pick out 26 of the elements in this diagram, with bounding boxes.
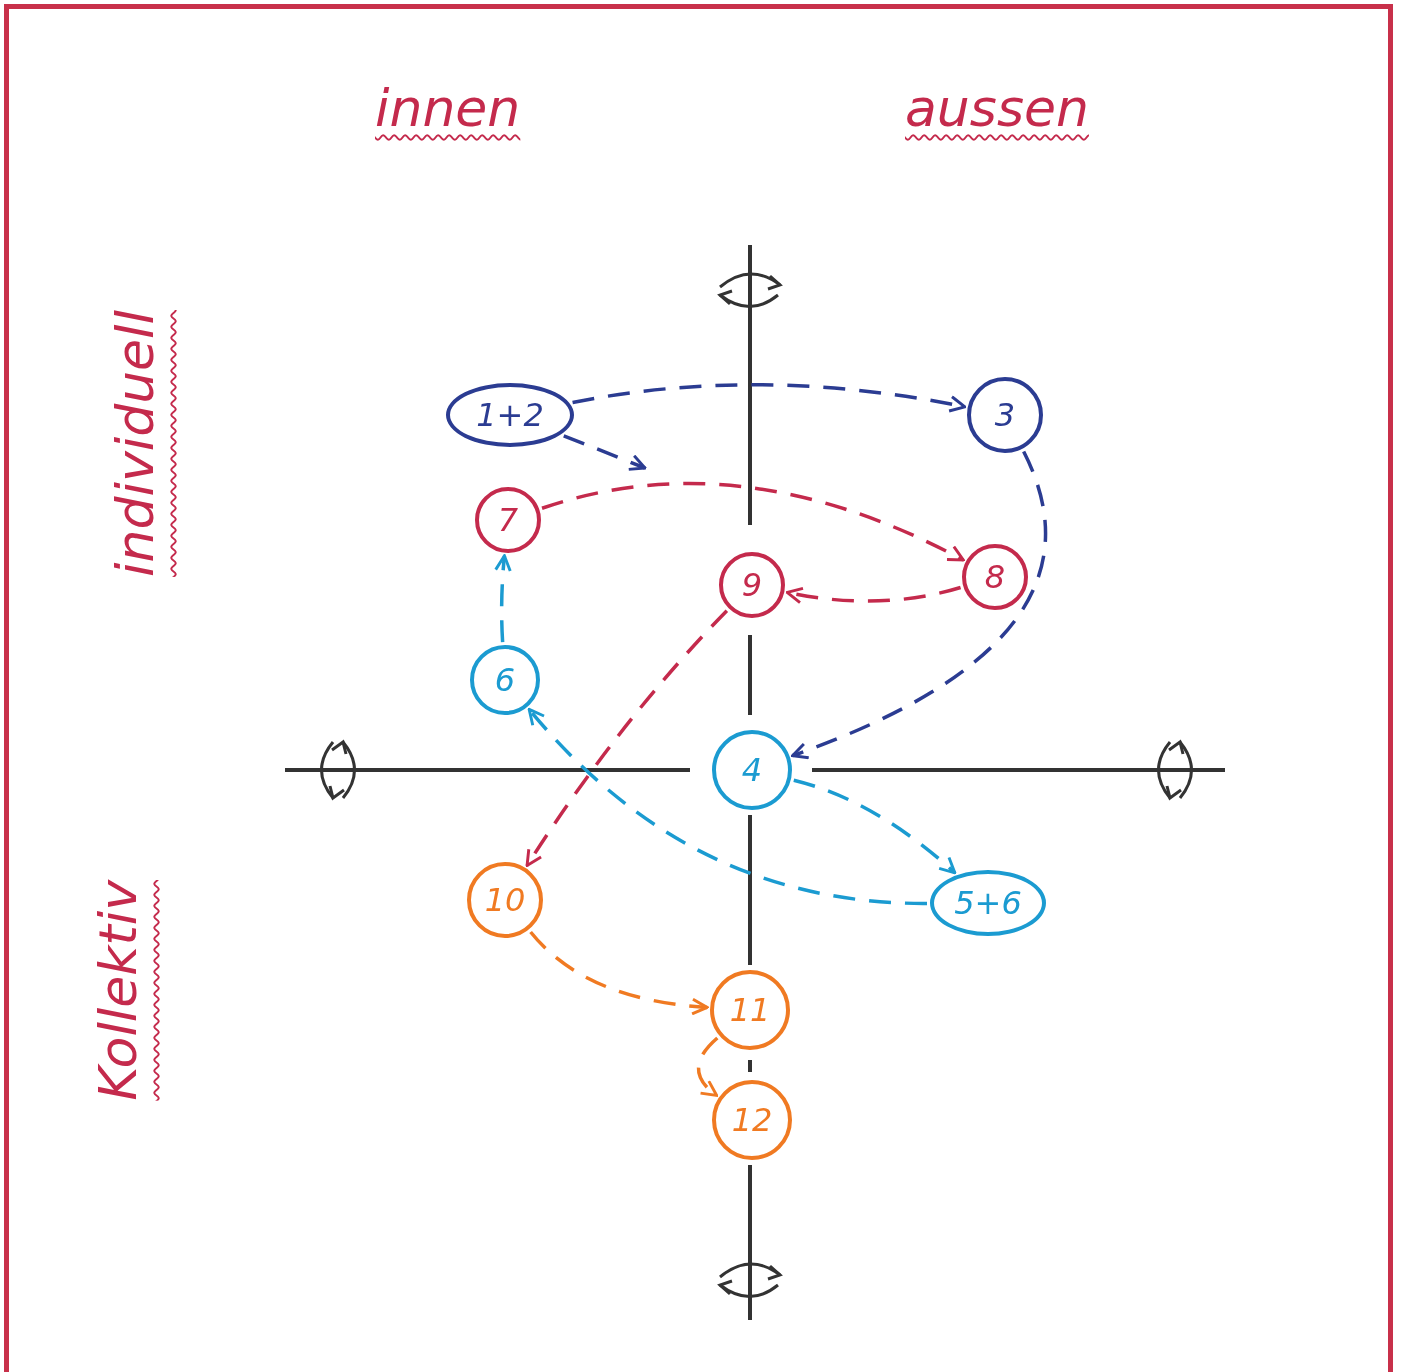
step-circle: 4	[712, 730, 792, 810]
column-heading: innen	[375, 78, 521, 138]
arrow	[791, 450, 1048, 759]
step-ellipse: 5+6	[930, 870, 1046, 936]
step-circle: 6	[470, 645, 540, 715]
arrow	[793, 778, 957, 875]
step-circle: 7	[475, 487, 541, 553]
axis-label: Kollektiv	[88, 880, 148, 1101]
step-circle: 9	[719, 552, 785, 618]
arrow	[525, 609, 729, 867]
column-heading: aussen	[905, 78, 1089, 138]
arrow	[696, 1036, 719, 1097]
arrow	[529, 930, 709, 1015]
arrow	[572, 383, 967, 413]
arrow	[527, 707, 928, 906]
arrow	[541, 481, 965, 562]
arrow	[563, 434, 647, 471]
step-circle: 11	[710, 970, 790, 1050]
step-circle: 3	[967, 377, 1043, 453]
step-circle: 12	[712, 1080, 792, 1160]
step-circle: 8	[962, 544, 1028, 610]
step-circle: 10	[467, 862, 543, 938]
step-ellipse: 1+2	[446, 383, 574, 447]
arrow	[494, 554, 512, 643]
axis-label: individuell	[105, 310, 165, 577]
arrow	[785, 585, 962, 604]
